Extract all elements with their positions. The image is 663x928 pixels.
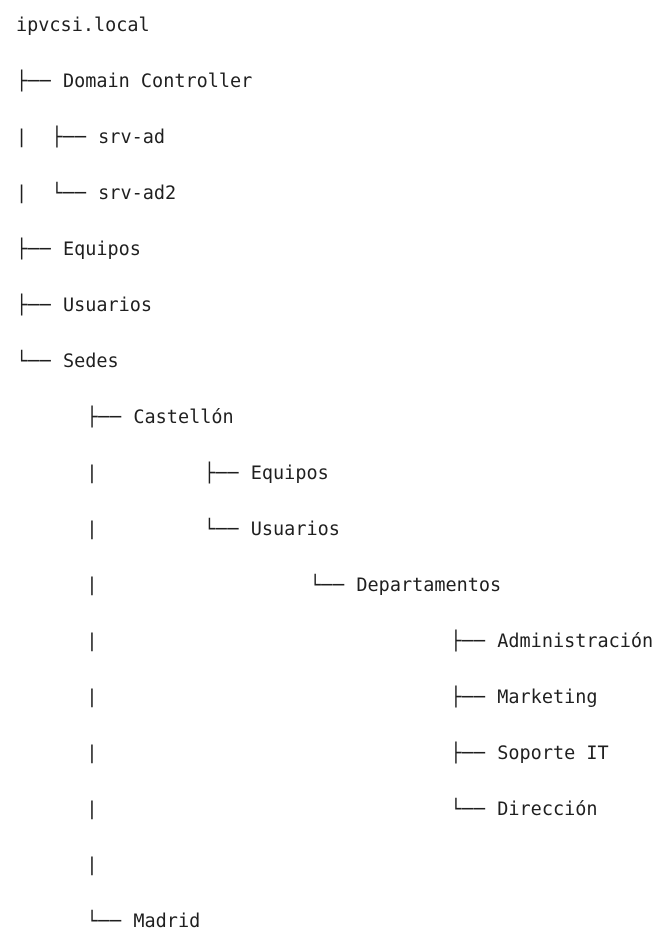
tree-node-soporte-it: | ├── Soporte IT: [16, 740, 656, 768]
tree-connector: ├──: [16, 71, 63, 92]
tree-node-label: Domain Controller: [62, 71, 253, 92]
tree-node-label: Soporte IT: [497, 743, 609, 764]
tree-connector: ├──: [16, 239, 63, 260]
tree-connector: ├──: [16, 295, 63, 316]
tree-connector: | ├──: [16, 127, 99, 148]
tree-node-label: ipvcsi.local: [16, 15, 150, 36]
tree-node-administracion: | ├── Administración: [16, 628, 656, 656]
tree-node-srv-ad2: | └── srv-ad2: [16, 180, 656, 208]
tree-node-label: Marketing: [497, 687, 598, 708]
tree-connector: | ├──: [16, 687, 498, 708]
tree-node-label: Dirección: [497, 799, 598, 820]
tree-connector: | └──: [16, 575, 357, 596]
tree-node-label: Equipos: [250, 463, 329, 484]
tree-connector: | └──: [16, 183, 99, 204]
tree-node-root: ipvcsi.local: [16, 12, 656, 40]
tree-node-departamentos: | └── Departamentos: [16, 572, 656, 600]
tree-node-label: Usuarios: [62, 295, 153, 316]
tree-node-label: srv-ad2: [98, 183, 177, 204]
tree-node-label: Usuarios: [250, 519, 340, 540]
tree-connector: | ├──: [16, 463, 251, 484]
tree-node-marketing: | ├── Marketing: [16, 684, 656, 712]
tree-node-usuarios: ├── Usuarios: [16, 292, 656, 320]
tree-connector: | └──: [16, 519, 251, 540]
tree-node-label: Castellón: [133, 407, 234, 428]
tree-node-madrid: └── Madrid: [16, 908, 656, 928]
tree-connector: | ├──: [16, 743, 498, 764]
tree-node-direccion: | └── Dirección: [16, 796, 656, 824]
tree-node-castellon: ├── Castellón: [16, 404, 656, 432]
tree-node-label: Equipos: [62, 239, 141, 260]
tree-node-castellon-usuarios: | └── Usuarios: [16, 516, 656, 544]
tree-node-srv-ad: | ├── srv-ad: [16, 124, 656, 152]
tree-node-castellon-equipos: | ├── Equipos: [16, 460, 656, 488]
tree-connector: | └──: [16, 799, 498, 820]
tree-node-equipos: ├── Equipos: [16, 236, 656, 264]
tree-connector: └──: [16, 911, 134, 928]
tree-spacer-line: |: [16, 852, 656, 880]
tree-node-label: Madrid: [133, 911, 201, 928]
tree-node-domain-controller: ├── Domain Controller: [16, 68, 656, 96]
tree-connector: └──: [16, 351, 63, 372]
tree-connector: | ├──: [16, 631, 498, 652]
tree-node-sedes: └── Sedes: [16, 348, 656, 376]
tree-node-label: Administración: [497, 631, 654, 652]
tree-node-label: Sedes: [62, 351, 119, 372]
tree-node-label: Departamentos: [356, 575, 502, 596]
directory-tree: ipvcsi.local ├── Domain Controller | ├──…: [16, 12, 656, 928]
tree-connector: |: [16, 855, 99, 876]
tree-connector: ├──: [16, 407, 134, 428]
tree-node-label: srv-ad: [98, 127, 165, 148]
